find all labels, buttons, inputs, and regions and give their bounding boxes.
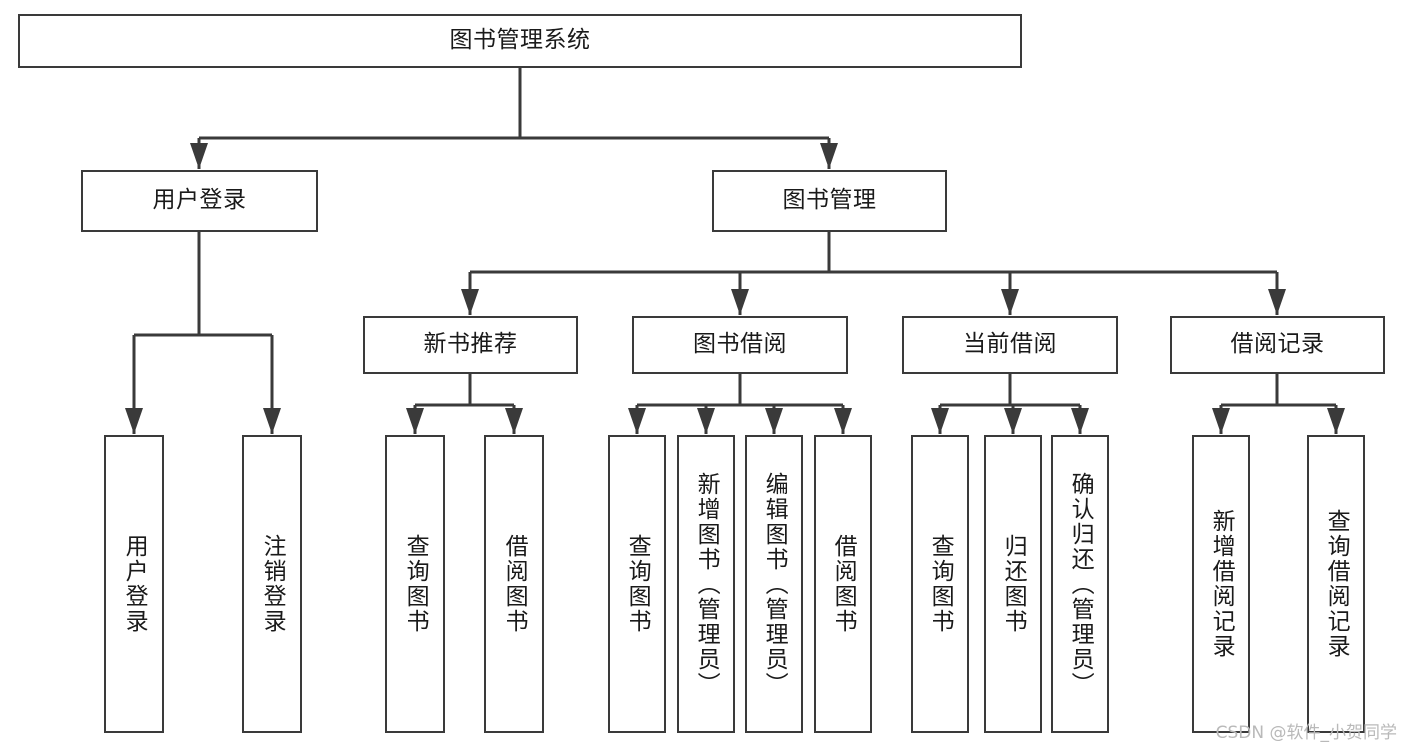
watermark-text: CSDN @软件_小贺同学 — [1215, 723, 1397, 743]
node-new-book-rec[interactable]: 新书推荐 — [363, 316, 578, 374]
node-root[interactable]: 图书管理系统 — [18, 14, 1022, 68]
node-label: 归还图书 — [1000, 534, 1027, 634]
node-label: 用户登录 — [152, 187, 247, 214]
node-leaf-user-logout[interactable]: 注销登录 — [242, 435, 302, 733]
node-leaf-query-book-1[interactable]: 查询图书 — [385, 435, 445, 733]
node-leaf-borrow-book-1[interactable]: 借阅图书 — [484, 435, 544, 733]
node-label: 编辑图书（管理员） — [761, 471, 788, 697]
node-label: 借阅记录 — [1230, 331, 1325, 358]
node-label: 借阅图书 — [501, 534, 528, 634]
node-label: 注销登录 — [259, 534, 286, 634]
node-label: 图书管理 — [782, 187, 877, 214]
node-leaf-return-book[interactable]: 归还图书 — [984, 435, 1042, 733]
node-leaf-edit-book[interactable]: 编辑图书（管理员） — [745, 435, 803, 733]
node-leaf-query-book-2[interactable]: 查询图书 — [608, 435, 666, 733]
node-label: 查询借阅记录 — [1323, 509, 1350, 659]
node-label: 借阅图书 — [830, 534, 857, 634]
node-current-borrow[interactable]: 当前借阅 — [902, 316, 1118, 374]
node-label: 新书推荐 — [423, 331, 518, 358]
node-leaf-add-book[interactable]: 新增图书（管理员） — [677, 435, 735, 733]
node-leaf-confirm-ret[interactable]: 确认归还（管理员） — [1051, 435, 1109, 733]
node-label: 用户登录 — [121, 534, 148, 634]
node-leaf-query-record[interactable]: 查询借阅记录 — [1307, 435, 1365, 733]
node-label: 新增图书（管理员） — [693, 471, 720, 697]
node-label: 新增借阅记录 — [1208, 509, 1235, 659]
node-leaf-user-login[interactable]: 用户登录 — [104, 435, 164, 733]
node-label: 查询图书 — [927, 534, 954, 634]
node-label: 查询图书 — [402, 534, 429, 634]
node-label: 当前借阅 — [963, 331, 1057, 358]
node-user-login[interactable]: 用户登录 — [81, 170, 318, 232]
node-leaf-query-book-3[interactable]: 查询图书 — [911, 435, 969, 733]
node-book-manage[interactable]: 图书管理 — [712, 170, 947, 232]
node-leaf-add-record[interactable]: 新增借阅记录 — [1192, 435, 1250, 733]
node-leaf-borrow-book-2[interactable]: 借阅图书 — [814, 435, 872, 733]
node-label: 确认归还（管理员） — [1067, 471, 1094, 697]
node-label: 图书管理系统 — [449, 27, 591, 54]
node-label: 查询图书 — [624, 534, 651, 634]
node-label: 图书借阅 — [693, 331, 787, 358]
node-book-borrow[interactable]: 图书借阅 — [632, 316, 848, 374]
node-borrow-record[interactable]: 借阅记录 — [1170, 316, 1385, 374]
